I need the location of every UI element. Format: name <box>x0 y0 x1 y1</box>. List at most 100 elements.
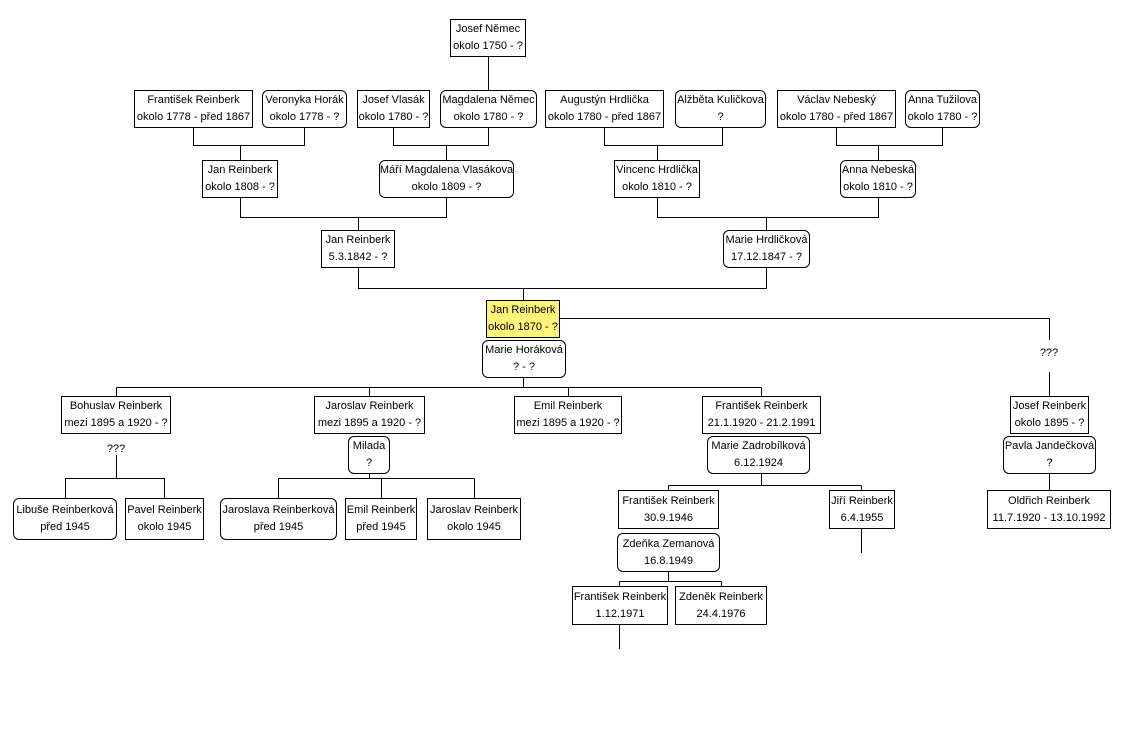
person-card-oldrich-reinberk[interactable]: Oldřich Reinberk 11.7.1920 - 13.10.1992 <box>987 490 1111 529</box>
person-name: Josef Vlasák <box>362 94 425 106</box>
person-name: František Reinberk <box>622 494 715 507</box>
person-dates: okolo 1945 <box>447 521 501 533</box>
person-card-milada[interactable]: Milada? <box>348 436 390 474</box>
person-card-jaroslava-reinberkova[interactable]: Jaroslava Reinberková před 1945 <box>220 498 337 540</box>
person-dates: okolo 1778 - ? <box>269 111 340 123</box>
person-name: Jiří Reinberk <box>831 494 893 507</box>
person-name: Pavel Reinberk <box>127 504 202 516</box>
person-name: Josef Reinberk <box>1012 400 1087 412</box>
unknown-spouse-jan: ??? <box>1039 347 1059 359</box>
person-card-frantisek-reinberk-1778[interactable]: František Reinberk okolo 1778 - před 1867 <box>134 90 253 128</box>
person-card-marie-horakova[interactable]: Marie Horáková? - ? <box>482 340 566 378</box>
person-name: Jaroslava Reinberková <box>222 504 335 516</box>
person-name: Alžběta Kuličkova <box>677 94 764 106</box>
person-dates: 6.4.1955 <box>840 511 884 524</box>
person-name: Zdeněk Reinberk <box>679 590 763 603</box>
unknown-spouse-bohuslav: ??? <box>106 443 126 455</box>
person-name: Oldřich Reinberk <box>1008 494 1090 507</box>
person-dates: 1.12.1971 <box>595 607 645 620</box>
person-name: František Reinberk <box>715 400 808 412</box>
person-name: Jan Reinberk <box>207 164 273 176</box>
person-card-bohuslav-reinberk[interactable]: Bohuslav Reinberk mezi 1895 a 1920 - ? <box>61 396 171 434</box>
person-name: Magdalena Němec <box>442 94 535 106</box>
person-dates: 24.4.1976 <box>696 607 746 620</box>
person-card-alzbeta-kulickova[interactable]: Alžběta Kuličkova? <box>675 90 766 128</box>
person-name: František Reinberk <box>147 94 240 106</box>
person-dates: okolo 1780 - před 1867 <box>779 111 894 123</box>
person-card-zdenek-reinberk[interactable]: Zdeněk Reinberk 24.4.1976 <box>675 586 767 625</box>
person-dates: okolo 1780 - ? <box>907 111 978 123</box>
person-name: Milada <box>352 440 386 452</box>
person-card-jaroslav-reinberk-1895[interactable]: Jaroslav Reinberk mezi 1895 a 1920 - ? <box>314 396 425 434</box>
person-name: Marie Hrdličková <box>725 234 808 246</box>
person-name: Anna Nebeská <box>841 164 915 176</box>
person-name: Anna Tužilova <box>907 94 978 106</box>
person-dates: před 1945 <box>253 521 304 533</box>
person-dates: před 1945 <box>356 521 406 533</box>
person-card-marie-hrdlickova[interactable]: Marie Hrdličková 17.12.1847 - ? <box>723 230 810 268</box>
person-dates: 16.8.1949 <box>644 554 693 567</box>
person-name: Zdeňka Zemanová <box>622 537 715 550</box>
person-name: Jaroslav Reinberk <box>429 504 519 516</box>
person-name: Emil Reinberk <box>533 400 603 412</box>
person-dates: ? <box>365 457 373 469</box>
person-dates: před 1945 <box>40 521 90 533</box>
person-dates: mezi 1895 a 1920 - ? <box>64 417 168 429</box>
person-card-libuse-reinberkova[interactable]: Libuše Reinberková před 1945 <box>13 498 117 540</box>
person-dates: ? - ? <box>512 361 535 373</box>
person-card-vaclav-nebesky[interactable]: Václav Nebeský okolo 1780 - před 1867 <box>777 90 896 128</box>
person-card-emil-reinberk-1895[interactable]: Emil Reinberk mezi 1895 a 1920 - ? <box>514 396 622 434</box>
person-name: Jan Reinberk <box>325 234 391 246</box>
person-name: Jaroslav Reinberk <box>325 400 414 412</box>
person-dates: okolo 1810 - ? <box>622 181 692 193</box>
person-card-augustyn-hrdlicka[interactable]: Augustýn Hrdlička okolo 1780 - před 1867 <box>545 90 664 128</box>
person-card-josef-nemec[interactable]: Josef Němec okolo 1750 - ? <box>450 19 526 57</box>
person-name: Vincenc Hrdlička <box>616 164 698 176</box>
person-card-zdenka-zemanova[interactable]: Zdeňka Zemanová 16.8.1949 <box>617 533 720 572</box>
person-name: Václav Nebeský <box>797 94 876 106</box>
person-name: Augustýn Hrdlička <box>560 94 649 106</box>
person-dates: okolo 1750 - ? <box>453 40 523 52</box>
person-card-anna-tuzilova[interactable]: Anna Tužilova okolo 1780 - ? <box>905 90 980 128</box>
person-name: Jan Reinberk <box>490 304 556 316</box>
person-dates: okolo 1780 - ? <box>358 111 429 123</box>
person-name: Máří Magdalena Vlasákova <box>379 164 514 176</box>
person-dates: okolo 1780 - před 1867 <box>547 111 662 123</box>
person-card-josef-vlasak[interactable]: Josef Vlasák okolo 1780 - ? <box>357 90 430 128</box>
person-name: Pavla Jandečková <box>1004 440 1095 452</box>
person-card-jiri-reinberk[interactable]: Jiří Reinberk 6.4.1955 <box>829 490 895 529</box>
person-card-jaroslav-reinberk-1945[interactable]: Jaroslav Reinberk okolo 1945 <box>427 498 521 540</box>
person-dates: okolo 1810 - ? <box>843 181 913 193</box>
person-dates: mezi 1895 a 1920 - ? <box>516 417 620 429</box>
person-dates: 17.12.1847 - ? <box>731 251 802 263</box>
person-card-jan-reinberk-1842[interactable]: Jan Reinberk 5.3.1842 - ? <box>321 230 395 268</box>
person-dates: 6.12.1924 <box>734 457 783 469</box>
person-dates: okolo 1778 - před 1867 <box>136 111 251 123</box>
person-dates: okolo 1945 <box>137 521 192 533</box>
person-name: Libuše Reinberková <box>16 504 114 516</box>
person-name: Bohuslav Reinberk <box>69 400 163 412</box>
person-card-pavla-jandeckova[interactable]: Pavla Jandečková? <box>1003 436 1096 474</box>
person-dates: 11.7.1920 - 13.10.1992 <box>992 511 1106 524</box>
person-card-vincenc-hrdlicka[interactable]: Vincenc Hrdlička okolo 1810 - ? <box>614 160 700 198</box>
person-dates: mezi 1895 a 1920 - ? <box>317 417 422 429</box>
person-card-anna-nebeska[interactable]: Anna Nebeská okolo 1810 - ? <box>840 160 916 198</box>
person-card-josef-reinberk[interactable]: Josef Reinberk okolo 1895 - ? <box>1010 396 1089 434</box>
person-card-pavel-reinberk[interactable]: Pavel Reinberk okolo 1945 <box>125 498 204 540</box>
person-card-marie-zadrobilkova[interactable]: Marie Zadrobílková 6.12.1924 <box>707 436 810 474</box>
person-dates: 5.3.1842 - ? <box>328 251 388 263</box>
person-card-jan-reinberk-1808[interactable]: Jan Reinberk okolo 1808 - ? <box>202 160 278 198</box>
person-name: Marie Zadrobílková <box>711 440 806 452</box>
person-dates: okolo 1895 - ? <box>1014 417 1085 429</box>
person-dates: ? <box>717 111 724 123</box>
person-dates: okolo 1808 - ? <box>205 181 275 193</box>
person-name: Josef Němec <box>455 23 521 35</box>
